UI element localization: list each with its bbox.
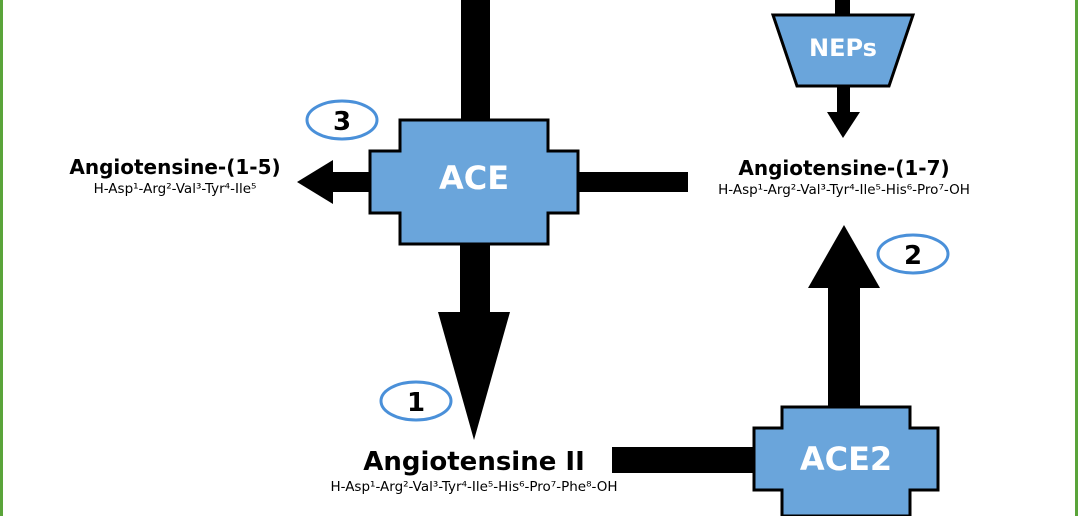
neps-input-bar — [835, 0, 850, 15]
ace2-enzyme-shape — [752, 405, 940, 516]
ang2-to-ace2-bar — [612, 447, 754, 473]
ang15-name: Angiotensine-(1-5) — [69, 155, 281, 179]
neps-label: NEPs — [809, 34, 877, 62]
ace-input-bar — [461, 0, 490, 122]
step-1-number: 1 — [407, 388, 425, 418]
ace-to-ang15-shaft — [330, 172, 370, 192]
step-3-number: 3 — [333, 107, 351, 137]
ace-to-ang15-arrowhead — [297, 160, 333, 204]
neps-output-arrowhead — [827, 112, 860, 138]
ang17-sequence: H-Asp¹-Arg²-Val³-Tyr⁴-Ile⁵-His⁶-Pro⁷-OH — [718, 182, 970, 198]
step-2-badge — [876, 233, 950, 275]
ang17-label-group: Angiotensine-(1-7) H-Asp¹-Arg²-Val³-Tyr⁴… — [664, 156, 1024, 198]
neps-output-shaft — [837, 86, 850, 114]
ace2-to-ang17-arrowhead — [808, 225, 880, 288]
ang15-label-group: Angiotensine-(1-5) H-Asp¹-Arg²-Val³-Tyr⁴… — [50, 155, 300, 197]
ang17-name: Angiotensine-(1-7) — [738, 156, 950, 180]
ang15-sequence: H-Asp¹-Arg²-Val³-Tyr⁴-Ile⁵ — [93, 181, 257, 197]
ang2-sequence: H-Asp¹-Arg²-Val³-Tyr⁴-Ile⁵-His⁶-Pro⁷-Phe… — [330, 479, 618, 495]
neps-enzyme-shape — [770, 13, 916, 88]
ace-to-ang2-arrowhead — [438, 312, 510, 440]
step-2-number: 2 — [904, 241, 922, 271]
ace-enzyme-shape — [368, 118, 580, 246]
ang17-to-ace-bar — [578, 172, 688, 192]
step-1-badge — [379, 380, 453, 422]
ace2-to-ang17-shaft — [828, 285, 860, 409]
ang2-name: Angiotensine II — [363, 447, 585, 477]
ace-label: ACE — [439, 159, 509, 197]
ang2-label-group: Angiotensine II H-Asp¹-Arg²-Val³-Tyr⁴-Il… — [264, 447, 684, 495]
step-3-badge — [305, 99, 379, 141]
ace-to-ang2-shaft — [460, 245, 490, 315]
ace2-label: ACE2 — [800, 440, 892, 478]
